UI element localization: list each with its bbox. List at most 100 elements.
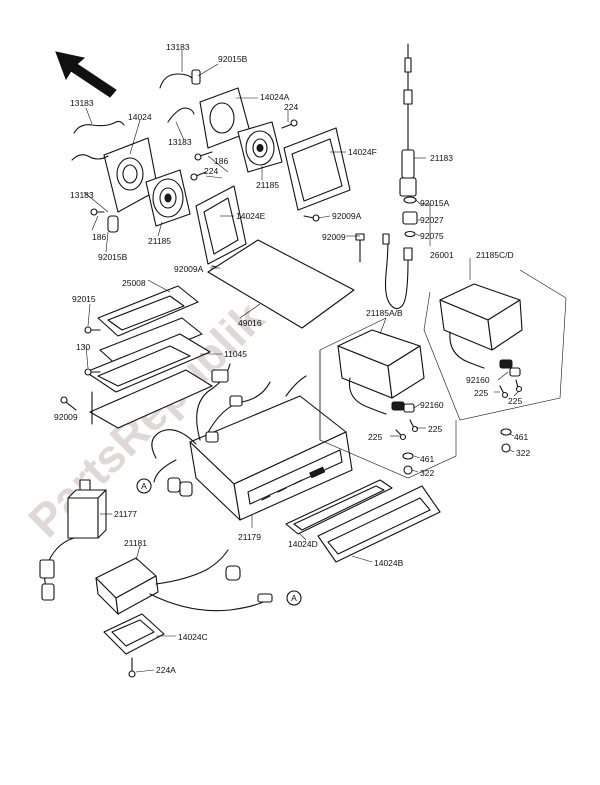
bezel-14024D: [285, 479, 393, 535]
ref-label-A-right: A: [291, 593, 297, 603]
unit-21177: [39, 479, 107, 601]
label-92015-left: 92015: [72, 294, 96, 304]
label-21183: 21183: [430, 153, 453, 163]
label-461-mid: 461: [420, 454, 434, 464]
label-130: 130: [76, 342, 90, 352]
label-224A: 224A: [156, 665, 176, 675]
label-14024E: 14024E: [236, 211, 266, 221]
label-25008: 25008: [122, 278, 146, 288]
bolt-224-mid: [190, 171, 207, 181]
label-14024A: 14024A: [260, 92, 290, 102]
screw-225-mid1: [395, 429, 407, 441]
nut-461-mid: [402, 452, 414, 460]
label-21185CD: 21185C/D: [476, 250, 514, 260]
label-92009A-right: 92009A: [332, 211, 362, 221]
label-92009A-center: 92009A: [174, 264, 204, 274]
reference-marker-A-right: A: [286, 590, 302, 606]
reference-marker-A-left: A: [136, 478, 152, 494]
label-92160-mid: 92160: [420, 400, 444, 410]
left-speaker: [145, 169, 191, 227]
left-tube-lower: [71, 154, 109, 161]
label-225-mid2: 225: [428, 424, 442, 434]
label-225-right1: 225: [474, 388, 488, 398]
screw-186-left: [90, 208, 105, 216]
unit-21181: [95, 549, 273, 615]
spacer-92027: [402, 211, 418, 225]
label-14024C: 14024C: [178, 632, 208, 642]
top-tube: [159, 73, 193, 89]
label-49016: 49016: [238, 318, 262, 328]
bolt-92015-left: [84, 326, 101, 334]
label-11045: 11045: [224, 349, 247, 359]
clip-92015B-top: [191, 69, 201, 85]
label-225-mid1: 225: [368, 432, 382, 442]
bezel-14024B: [317, 485, 441, 563]
cover-sheet-49016: [207, 239, 355, 329]
label-21181: 21181: [124, 538, 147, 548]
connector-92160-right: [509, 367, 521, 377]
leader-lines: [67, 50, 567, 673]
label-92009-center: 92009: [322, 232, 346, 242]
connector-92160-mid: [403, 403, 415, 413]
upper-speaker-housing: [199, 87, 251, 149]
label-21185AB: 21185A/B: [366, 308, 403, 318]
screw-225-right1: [499, 385, 509, 399]
screw-186-mid: [194, 151, 213, 161]
label-14024F: 14024F: [348, 147, 377, 157]
label-21185-mid: 21185: [256, 180, 279, 190]
label-13183-mid: 13183: [168, 137, 192, 147]
antenna-cable-26001: [382, 233, 413, 310]
grille-14024F: [283, 127, 351, 211]
label-13183-low: 13183: [70, 190, 94, 200]
label-21179: 21179: [238, 532, 261, 542]
label-92015B-top: 92015B: [218, 54, 248, 64]
label-225-right2: 225: [508, 396, 522, 406]
plate-14024C: [103, 613, 165, 655]
nut-322-mid: [403, 465, 413, 475]
screw-225-mid2: [409, 419, 419, 433]
label-14024B: 14024B: [374, 558, 404, 568]
label-13183-left: 13183: [70, 98, 94, 108]
screw-224A: [128, 657, 136, 678]
label-461-right: 461: [514, 432, 528, 442]
label-224-top: 224: [284, 102, 298, 112]
screw-130: [84, 368, 101, 376]
label-92075: 92075: [420, 231, 444, 241]
label-186-mid: 186: [214, 156, 228, 166]
label-224-mid: 224: [204, 166, 218, 176]
bracket-11045: [85, 333, 213, 429]
speaker-box-21185CD: [439, 283, 523, 369]
nut-92015A: [403, 196, 417, 204]
screw-225-right2: [515, 379, 523, 393]
label-13183-top: 13183: [166, 42, 190, 52]
label-92160-right: 92160: [466, 375, 490, 385]
label-21177: 21177: [114, 509, 137, 519]
label-21185-left: 21185: [148, 236, 171, 246]
label-322-mid: 322: [420, 468, 434, 478]
radio-unit-21179: [189, 395, 353, 521]
label-92009-left: 92009: [54, 412, 78, 422]
front-direction-arrow-icon: [55, 51, 117, 98]
grille-14024E: [195, 185, 247, 265]
bolt-224-top: [281, 119, 298, 129]
radio-wiring: [151, 363, 307, 497]
bolt-92009-center: [355, 233, 365, 263]
label-322-right: 322: [516, 448, 530, 458]
nut-461-right: [500, 428, 512, 436]
upper-speaker: [237, 121, 283, 173]
washer-92075: [404, 230, 416, 238]
left-tube-upper: [73, 120, 125, 134]
speaker-box-21185AB: [337, 329, 425, 415]
label-14024D: 14024D: [288, 539, 318, 549]
label-92027: 92027: [420, 215, 444, 225]
antenna-21183: [399, 43, 417, 197]
bolt-92009A-right: [303, 214, 320, 222]
mid-tube: [167, 107, 195, 123]
label-14024: 14024: [128, 112, 152, 122]
label-186-left: 186: [92, 232, 106, 242]
label-92015A: 92015A: [420, 198, 450, 208]
clip-92015B-left: [107, 215, 119, 233]
label-92015B-left: 92015B: [98, 252, 128, 262]
ref-label-A-left: A: [141, 481, 147, 491]
